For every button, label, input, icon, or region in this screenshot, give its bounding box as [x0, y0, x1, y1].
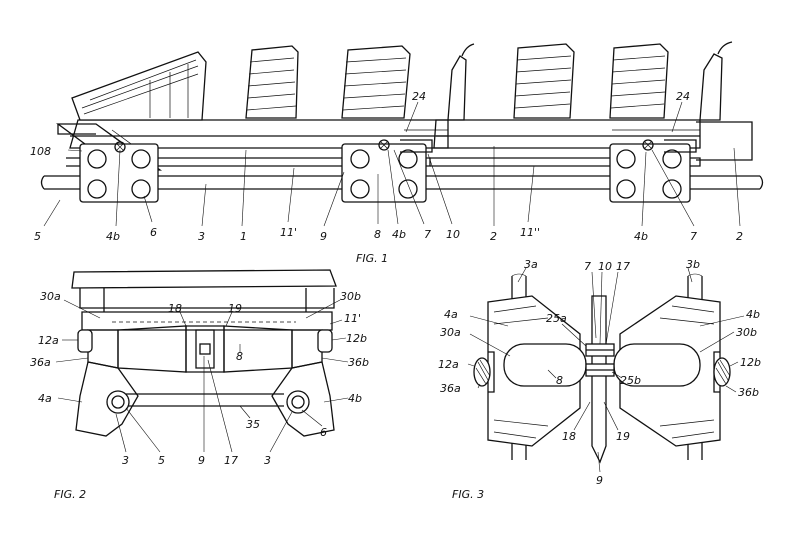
fig1-label-24-left: 24: [412, 90, 426, 103]
fig3-label-10: 10: [598, 260, 612, 273]
fig1-label-7-right: 7: [690, 230, 697, 243]
fig2-label-36a: 36a: [30, 356, 51, 369]
fig2-label-8: 8: [236, 350, 243, 363]
fig1-label-10: 10: [446, 228, 460, 241]
fig3-label-4a: 4a: [444, 308, 458, 321]
fig2-labels: 30a 18 19 30b 11' 12a 12b 8 36a 36b 4a 4…: [30, 290, 369, 501]
fig2-label-12b: 12b: [346, 332, 367, 345]
fig2-label-18: 18: [168, 302, 182, 315]
fig1-caption: FIG. 1: [356, 252, 388, 265]
fig1-label-8: 8: [374, 228, 381, 241]
fig2-label-4a: 4a: [38, 392, 52, 405]
fig3-label-12a: 12a: [438, 358, 459, 371]
fig2-label-3-left: 3: [122, 454, 129, 467]
fig1-label-9: 9: [320, 230, 327, 243]
fig3-label-8: 8: [556, 374, 563, 387]
fig1-label-7-left: 7: [424, 228, 431, 241]
fig2-label-9: 9: [198, 454, 205, 467]
fig2-label-36b: 36b: [348, 356, 369, 369]
fig1-label-4b-second: 4b: [392, 228, 406, 241]
fig2-caption: FIG. 2: [54, 488, 86, 501]
fig3-label-36b: 36b: [738, 386, 759, 399]
fig1-label-11-prime: 11': [280, 226, 297, 239]
fig2-label-35: 35: [246, 418, 260, 431]
fig3-labels: 3a 7 10 17 3b 4a 25a 4b 30a 30b 12a 8 25…: [438, 258, 761, 501]
fig1-label-24-right: 24: [676, 90, 690, 103]
fig3-label-7: 7: [584, 260, 591, 273]
fig1-label-1: 1: [240, 230, 247, 243]
fig3-label-25a: 25a: [546, 312, 567, 325]
fig3-label-30a: 30a: [440, 326, 461, 339]
fig1-labels: 108 24 24 5 4b 6 3 1 11' 9 8 4b 7 10 2 1…: [30, 90, 743, 265]
fig3-label-19: 19: [616, 430, 630, 443]
fig3-label-17: 17: [616, 260, 630, 273]
fig1-label-4b-third: 4b: [634, 230, 648, 243]
fig1-label-108: 108: [30, 145, 51, 158]
fig2-label-4b: 4b: [348, 392, 362, 405]
fig3-caption: FIG. 3: [452, 488, 484, 501]
fig2-drawing: [55, 269, 349, 453]
fig3-label-18: 18: [562, 430, 576, 443]
fig2-label-5: 5: [158, 454, 165, 467]
fig1-label-2-left: 2: [490, 230, 497, 243]
fig3-label-36a: 36a: [440, 382, 461, 395]
fig2-label-6: 6: [320, 426, 327, 439]
fig2-label-19: 19: [228, 302, 242, 315]
fig3-label-9: 9: [596, 474, 603, 487]
fig2-label-11-prime: 11': [344, 312, 361, 325]
fig3-label-25b: 25b: [620, 374, 641, 387]
fig2-label-30b: 30b: [340, 290, 361, 303]
fig2-label-12a: 12a: [38, 334, 59, 347]
fig1-label-6: 6: [150, 226, 157, 239]
fig3-label-3b: 3b: [686, 258, 700, 271]
fig3-label-3a: 3a: [524, 258, 538, 271]
fig1-drawing: [40, 41, 764, 227]
fig3-label-4b: 4b: [746, 308, 760, 321]
fig2-label-3-right: 3: [264, 454, 271, 467]
fig1-label-3: 3: [198, 230, 205, 243]
fig1-label-4b-first: 4b: [106, 230, 120, 243]
fig1-label-2-right: 2: [736, 230, 743, 243]
fig2-label-17: 17: [224, 454, 238, 467]
fig1-label-5: 5: [34, 230, 41, 243]
fig2-label-30a: 30a: [40, 290, 61, 303]
fig3-label-12b: 12b: [740, 356, 761, 369]
fig1-label-11-double-prime: 11'': [520, 226, 540, 239]
fig3-drawing: [467, 267, 745, 473]
fig3-label-30b: 30b: [736, 326, 757, 339]
